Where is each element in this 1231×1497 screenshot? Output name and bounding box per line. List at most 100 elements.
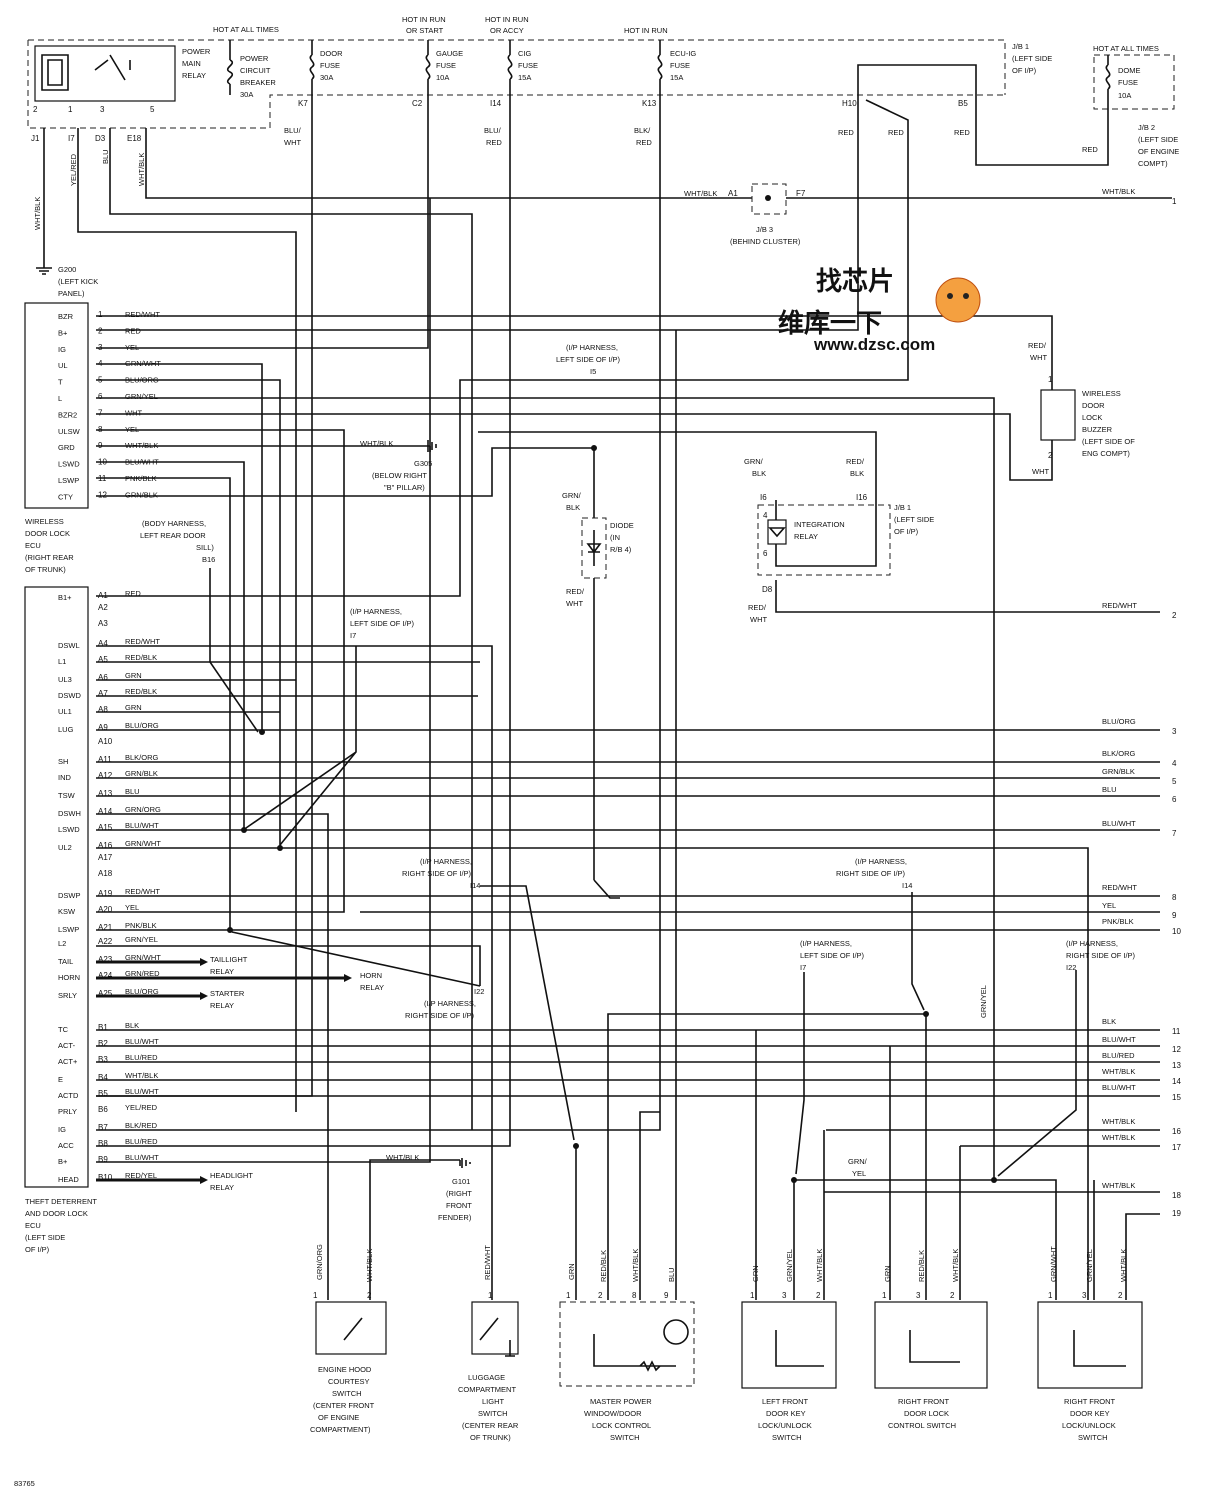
svg-text:RIGHT SIDE OF I/P): RIGHT SIDE OF I/P) [405, 1011, 475, 1020]
ecu-pin-number: B5 [98, 1089, 108, 1098]
svg-text:15A: 15A [670, 73, 683, 82]
wire-color-label: GRN/YEL [125, 935, 158, 944]
ecu-terminal: L [58, 394, 62, 403]
svg-text:10A: 10A [436, 73, 449, 82]
ecu-pin-number: A2 [98, 603, 108, 612]
output-number: 12 [1172, 1045, 1181, 1054]
ecu-terminal: ACT- [58, 1041, 76, 1050]
svg-text:(I/P HARNESS,: (I/P HARNESS, [1066, 939, 1118, 948]
jb2-box [1093, 54, 1175, 110]
wire-color-label: BLK/RED [125, 1121, 158, 1130]
svg-text:RELAY: RELAY [360, 983, 384, 992]
svg-text:WHT: WHT [1030, 353, 1047, 362]
svg-text:I6: I6 [760, 493, 767, 502]
svg-text:1: 1 [1048, 1291, 1053, 1300]
svg-text:(I/P HARNESS,: (I/P HARNESS, [420, 857, 472, 866]
output-wire-label: WHT/BLK [1102, 1067, 1135, 1076]
wire-color-label: BLU/RED [125, 1053, 158, 1062]
ecu-pin-number: A1 [98, 591, 108, 600]
svg-text:DOOR: DOOR [320, 49, 343, 58]
svg-text:THEFT DETERRENT: THEFT DETERRENT [25, 1197, 97, 1206]
ecu-terminal: DSWL [58, 641, 80, 650]
svg-text:WHT: WHT [284, 138, 301, 147]
diode: GRN/BLK DIODE(INR/B 4) RED/WHT [562, 491, 634, 608]
ecu-terminal: DSWP [58, 891, 81, 900]
svg-text:MAIN: MAIN [182, 59, 201, 68]
svg-text:B16: B16 [202, 555, 215, 564]
svg-text:RIGHT SIDE OF I/P): RIGHT SIDE OF I/P) [402, 869, 472, 878]
svg-text:RED: RED [636, 138, 652, 147]
wire-color-label: BLU/ORG [125, 376, 159, 385]
ecu-terminal: GRD [58, 443, 75, 452]
svg-text:(LEFT SIDE: (LEFT SIDE [894, 515, 934, 524]
ecu-pin-number: A8 [98, 705, 108, 714]
svg-text:6: 6 [763, 549, 768, 558]
output-number: 3 [1172, 727, 1177, 736]
svg-text:(LEFT KICK: (LEFT KICK [58, 277, 98, 286]
svg-text:RED: RED [838, 128, 854, 137]
ecu-terminal: ACC [58, 1141, 74, 1150]
svg-text:SWITCH: SWITCH [1078, 1433, 1108, 1442]
svg-text:GAUGE: GAUGE [436, 49, 463, 58]
ecu-terminal: KSW [58, 907, 76, 916]
wires [43, 95, 1172, 1300]
svg-text:1: 1 [488, 1291, 493, 1300]
harness-labels: (I/P HARNESS,LEFT SIDE OF I/P)I5 (BODY H… [140, 343, 1136, 1020]
ecu-pin-number: A15 [98, 823, 113, 832]
svg-text:3: 3 [916, 1291, 921, 1300]
svg-text:RELAY: RELAY [182, 71, 206, 80]
wire-color-label: BLU/WHT [125, 1087, 159, 1096]
svg-text:D3: D3 [95, 134, 106, 143]
wire-color-label: RED/WHT [125, 887, 160, 896]
svg-text:PANEL): PANEL) [58, 289, 85, 298]
svg-text:(CENTER REAR: (CENTER REAR [462, 1421, 519, 1430]
svg-text:MASTER POWER: MASTER POWER [590, 1397, 652, 1406]
svg-text:3: 3 [1082, 1291, 1087, 1300]
output-number: 1 [1172, 197, 1177, 206]
svg-text:WIRELESS: WIRELESS [1082, 389, 1121, 398]
svg-text:WHT/BLK: WHT/BLK [815, 1249, 824, 1282]
ecu-pin-number: 2 [98, 326, 103, 335]
svg-text:CONTROL SWITCH: CONTROL SWITCH [888, 1421, 956, 1430]
output-wire-label: WHT/BLK [1102, 1117, 1135, 1126]
svg-text:YEL: YEL [852, 1169, 866, 1178]
svg-text:OR START: OR START [406, 26, 444, 35]
wire-color-label: GRN [125, 671, 142, 680]
svg-text:GRN/WHT: GRN/WHT [1049, 1246, 1058, 1282]
wire-color-label: WHT [125, 408, 142, 417]
svg-text:WHT/BLK: WHT/BLK [365, 1249, 374, 1282]
ecu-terminal: SRLY [58, 991, 77, 1000]
svg-text:RED/: RED/ [1028, 341, 1047, 350]
svg-text:I22: I22 [474, 987, 484, 996]
ecu-pin-number: B3 [98, 1055, 108, 1064]
svg-text:AND DOOR LOCK: AND DOOR LOCK [25, 1209, 88, 1218]
output-number: 17 [1172, 1143, 1181, 1152]
output-wire-label: BLU/WHT [1102, 1083, 1136, 1092]
svg-text:HOT IN RUN: HOT IN RUN [485, 15, 529, 24]
svg-text:1: 1 [1048, 375, 1053, 384]
svg-text:(LEFT SIDE: (LEFT SIDE [1012, 54, 1052, 63]
svg-text:ENGINE HOOD: ENGINE HOOD [318, 1365, 372, 1374]
svg-text:BREAKER: BREAKER [240, 78, 276, 87]
svg-text:LEFT REAR DOOR: LEFT REAR DOOR [140, 531, 206, 540]
ecu-terminal: L2 [58, 939, 66, 948]
svg-text:G200: G200 [58, 265, 76, 274]
svg-text:GRN/YEL: GRN/YEL [785, 1249, 794, 1282]
ecu-pin-number: 6 [98, 392, 103, 401]
wireless-door-lock-ecu [24, 302, 89, 509]
svg-text:FUSE: FUSE [1118, 78, 1138, 87]
svg-text:OR ACCY: OR ACCY [490, 26, 524, 35]
ecu-terminal: T [58, 378, 63, 387]
svg-text:OF I/P): OF I/P) [25, 1245, 50, 1254]
svg-text:I22: I22 [1066, 963, 1076, 972]
output-number: 10 [1172, 927, 1181, 936]
ground-g305: WHT/BLK G305(BELOW RIGHT"B" PILLAR) [360, 439, 437, 492]
ecu-terminal: LUG [58, 725, 74, 734]
